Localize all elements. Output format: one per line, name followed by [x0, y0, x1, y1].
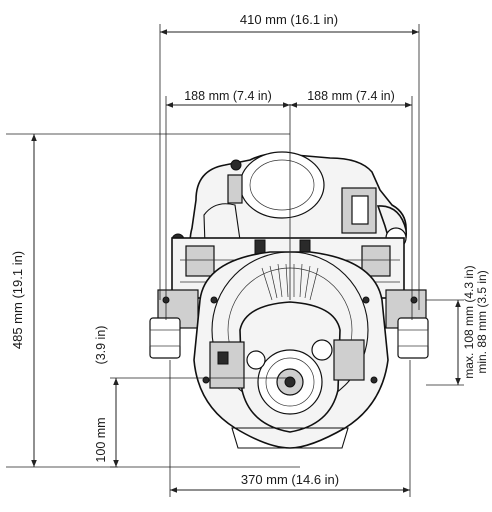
label-overall-width: 410 mm (16.1 in)	[240, 12, 338, 27]
label-left-half-width: 188 mm (7.4 in)	[184, 89, 272, 103]
label-mount-height-max: max. 108 mm (4.3 in)	[462, 265, 476, 378]
label-overall-height: 485 mm (19.1 in)	[10, 251, 25, 349]
extension-lines	[6, 24, 464, 497]
label-mount-height-min: min. 88 mm (3.5 in)	[475, 270, 489, 373]
label-right-half-width: 188 mm (7.4 in)	[307, 89, 395, 103]
label-crank-height-in: (3.9 in)	[94, 326, 108, 365]
label-mount-width: 370 mm (14.6 in)	[241, 472, 339, 487]
label-crank-height-mm: 100 mm	[94, 417, 108, 462]
engine-illustration	[149, 151, 429, 449]
